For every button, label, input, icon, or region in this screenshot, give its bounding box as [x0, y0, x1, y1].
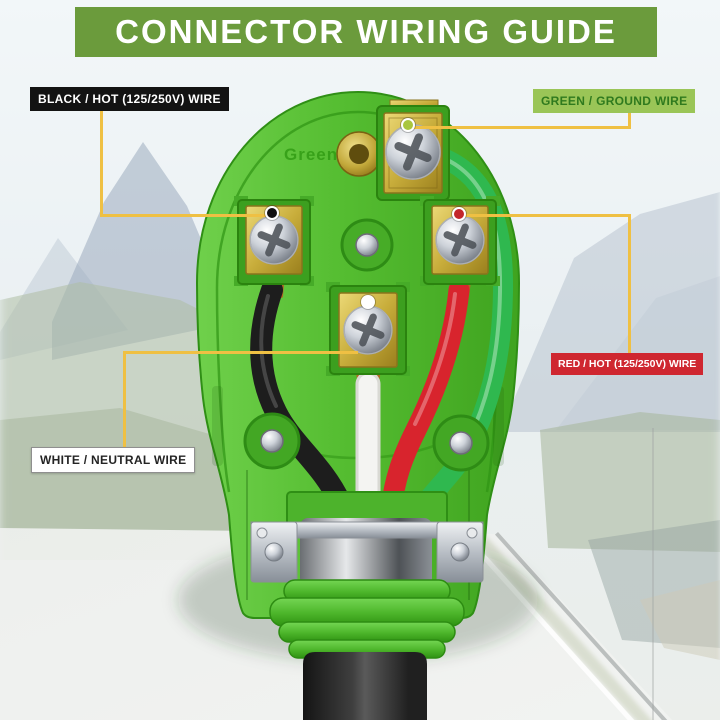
green-callout-line: [412, 112, 631, 129]
black-wire: [250, 279, 353, 525]
utility-pole: [652, 428, 654, 720]
white-terminal-screw: [344, 306, 392, 354]
green-wire-label: GREEN / GROUND WIRE: [533, 89, 696, 113]
black-wire-label: BLACK / HOT (125/250V) WIRE: [30, 87, 229, 111]
white-wire-label: WHITE / NEUTRAL WIRE: [31, 447, 196, 473]
red-callout-line: [464, 214, 631, 356]
red-terminal-dot: [452, 207, 466, 221]
red-terminal: [420, 196, 500, 286]
title-banner: CONNECTOR WIRING GUIDE: [75, 7, 657, 57]
center-boss: [340, 218, 394, 272]
strain-relief-rings: [269, 579, 465, 659]
black-terminal-screw: [250, 216, 298, 264]
white-callout-line: [123, 351, 358, 450]
power-cable: [303, 652, 427, 720]
ground-pin-hole: [336, 131, 382, 177]
black-terminal-dot: [265, 206, 279, 220]
white-terminal-dot: [361, 295, 375, 309]
page-title: CONNECTOR WIRING GUIDE: [115, 13, 617, 50]
red-wire-label: RED / HOT (125/250V) WIRE: [551, 353, 704, 375]
ground-terminal: [376, 99, 450, 201]
right-screw-boss: [432, 414, 490, 472]
embossed-text: Green: [284, 145, 338, 164]
cable-clamp: [250, 491, 484, 586]
ground-screw: [386, 125, 440, 179]
black-callout-line: [100, 110, 275, 217]
red-wire: [380, 279, 470, 523]
green-terminal-dot: [401, 118, 415, 132]
black-terminal: [234, 196, 314, 286]
